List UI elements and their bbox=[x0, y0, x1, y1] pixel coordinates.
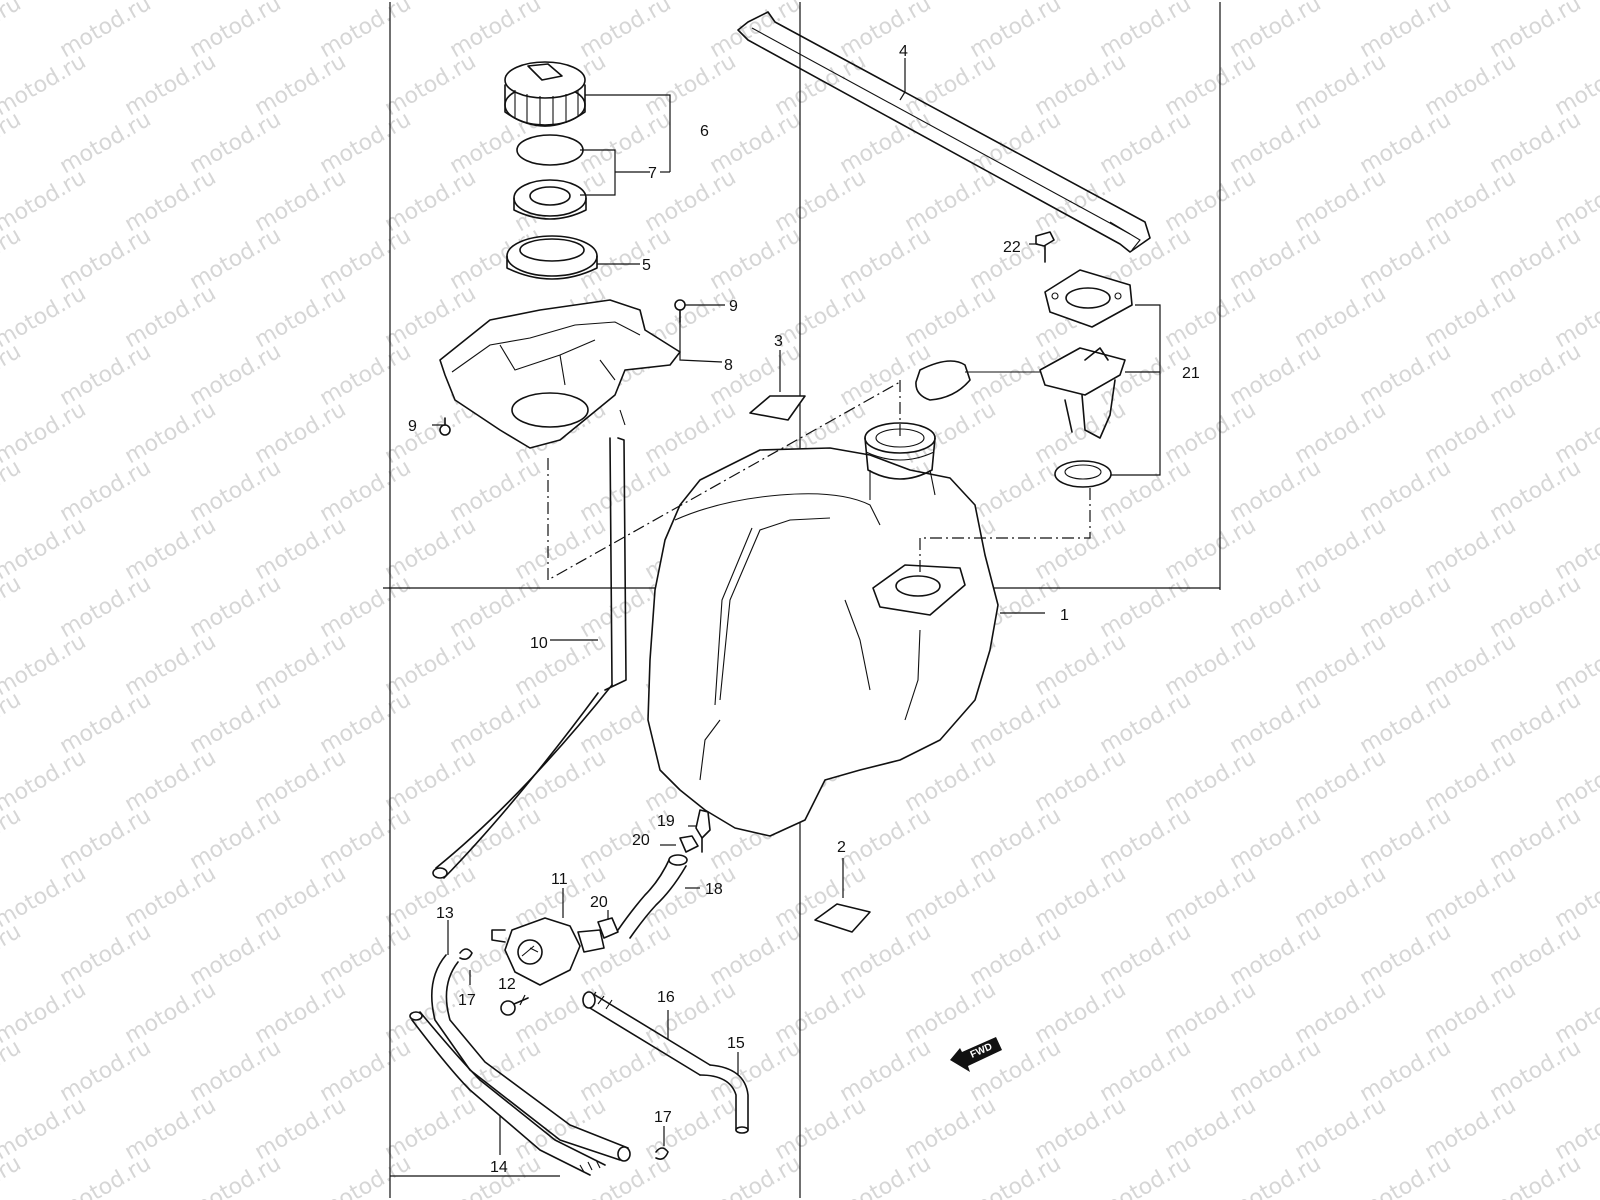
callout-9-top: 9 bbox=[729, 298, 738, 315]
callout-19: 19 bbox=[657, 813, 675, 830]
callout-5: 5 bbox=[642, 257, 651, 274]
callout-11: 11 bbox=[551, 871, 568, 888]
watermark-text: motod.ru bbox=[706, 1151, 806, 1200]
cap-gasket bbox=[516, 134, 584, 166]
callout-13: 13 bbox=[436, 905, 454, 922]
watermark-text: motod.ru bbox=[1551, 1093, 1600, 1165]
callout-10: 10 bbox=[530, 635, 548, 652]
screw-icon bbox=[500, 997, 529, 1016]
callout-12: 12 bbox=[498, 976, 516, 993]
leader-lines bbox=[432, 58, 1161, 1155]
watermark-text: motod.ru bbox=[1551, 513, 1600, 585]
callout-6: 6 bbox=[700, 123, 709, 140]
watermark-text: motod.ru bbox=[0, 919, 25, 991]
fuel-hose bbox=[617, 854, 688, 939]
callout-1: 1 bbox=[1060, 607, 1069, 624]
vacuum-hose bbox=[582, 991, 711, 1076]
callout-9-left: 9 bbox=[408, 418, 417, 435]
watermark-text: motod.ru bbox=[1096, 1151, 1196, 1200]
callout-4: 4 bbox=[899, 43, 908, 60]
breather-hose bbox=[432, 437, 627, 879]
drain-hose bbox=[430, 954, 631, 1162]
watermark-text: motod.ru bbox=[1551, 165, 1600, 237]
watermark-text: motod.ru bbox=[0, 803, 25, 875]
callout-8: 8 bbox=[724, 357, 733, 374]
tank-strap bbox=[737, 11, 1151, 253]
callout-16: 16 bbox=[657, 989, 675, 1006]
watermark-text: motod.ru bbox=[0, 571, 25, 643]
cap-seat bbox=[513, 179, 587, 220]
hose-clip bbox=[459, 948, 473, 960]
watermark-text: motod.ru bbox=[0, 107, 25, 179]
callout-22: 22 bbox=[1003, 239, 1021, 256]
watermark-text: motod.ru bbox=[0, 0, 25, 63]
callout-20-bottom: 20 bbox=[590, 894, 608, 911]
watermark-text: motod.ru bbox=[1551, 397, 1600, 469]
fuel-cap-assembly bbox=[504, 61, 586, 127]
callout-17-left: 17 bbox=[458, 992, 476, 1009]
callout-15: 15 bbox=[727, 1035, 745, 1052]
watermark-text: motod.ru bbox=[56, 1151, 156, 1200]
watermark-text: motod.ru bbox=[1551, 745, 1600, 817]
hose-clamp bbox=[597, 917, 619, 939]
callout-20-top: 20 bbox=[632, 832, 650, 849]
watermark-text: motod.ru bbox=[0, 1035, 25, 1107]
fuel-tank bbox=[647, 422, 999, 837]
hose-clip bbox=[655, 1147, 669, 1160]
watermark-text: motod.ru bbox=[1551, 629, 1600, 701]
assembly-guides bbox=[547, 380, 1091, 582]
watermark-text: motod.ru bbox=[966, 1151, 1066, 1200]
watermark-text: motod.ru bbox=[0, 687, 25, 759]
hose-fitting bbox=[695, 809, 711, 853]
watermark-text: motod.ru bbox=[0, 1151, 25, 1200]
bolt-icon bbox=[1035, 231, 1055, 263]
callout-7: 7 bbox=[648, 165, 657, 182]
callout-14: 14 bbox=[490, 1159, 508, 1176]
callout-17-bottom: 17 bbox=[654, 1109, 672, 1126]
watermark-text: motod.ru bbox=[1551, 977, 1600, 1049]
watermark-text: motod.ru bbox=[1551, 49, 1600, 121]
watermark-text: motod.ru bbox=[0, 339, 25, 411]
overflow-hose bbox=[409, 1011, 606, 1176]
fuel-gauge-sender bbox=[915, 269, 1133, 488]
callout-18: 18 bbox=[705, 881, 723, 898]
watermark-text: motod.ru bbox=[1226, 1151, 1326, 1200]
watermark-text: motod.ru bbox=[1551, 861, 1600, 933]
callout-2: 2 bbox=[837, 839, 846, 856]
screw-icon bbox=[674, 299, 686, 323]
tank-cover bbox=[439, 299, 681, 449]
forward-arrow-icon: FWD bbox=[950, 1037, 1002, 1072]
fuel-cock bbox=[491, 917, 605, 986]
hose-clamp bbox=[679, 835, 699, 853]
cushion-pad bbox=[749, 395, 806, 421]
watermark-text: motod.ru bbox=[0, 223, 25, 295]
watermark-text: motod.ru bbox=[836, 1151, 936, 1200]
callout-3: 3 bbox=[774, 333, 783, 350]
watermark-text: motod.ru bbox=[1551, 281, 1600, 353]
callout-21: 21 bbox=[1182, 365, 1200, 382]
cushion-pad bbox=[814, 903, 871, 933]
watermark-text: motod.ru bbox=[1356, 1151, 1456, 1200]
watermark-text: motod.ru bbox=[1486, 1151, 1586, 1200]
watermark-text: motod.ru bbox=[186, 1151, 286, 1200]
filler-ring bbox=[506, 235, 598, 280]
watermark-text: motod.ru bbox=[0, 455, 25, 527]
return-hose bbox=[699, 1064, 749, 1134]
callout-labels: 4 6 7 5 9 8 9 3 22 21 1 10 19 20 2 11 18… bbox=[408, 43, 1200, 1176]
